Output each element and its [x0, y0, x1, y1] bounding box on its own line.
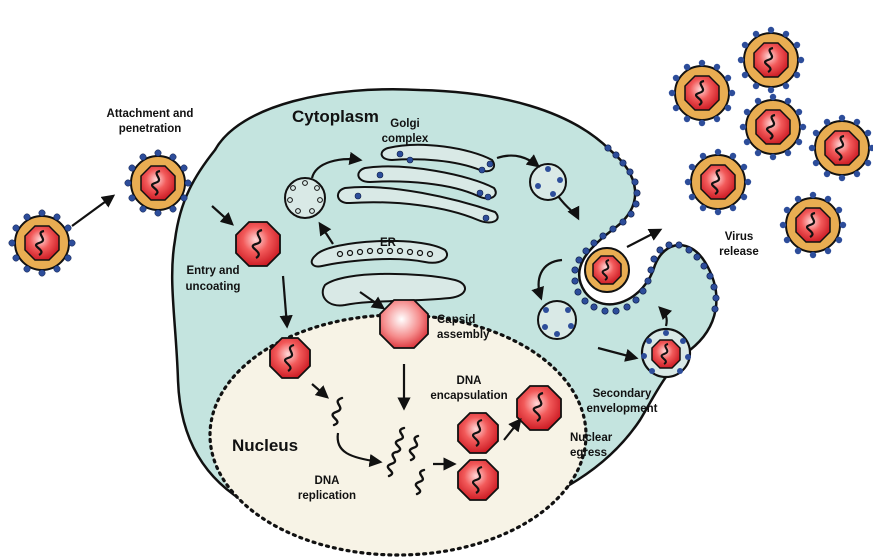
- egressing-capsid: [517, 386, 561, 430]
- encapsulated-capsid-2: [458, 460, 498, 500]
- svg-text:complex: complex: [382, 133, 429, 145]
- label-er: ER: [380, 237, 397, 249]
- nuclear-capsid-entry: [270, 338, 310, 378]
- label-nucleus: Nucleus: [232, 436, 298, 455]
- svg-text:Virus: Virus: [725, 231, 754, 243]
- label-virus-release: Virus release: [719, 231, 759, 258]
- svg-text:assembly: assembly: [437, 329, 490, 341]
- label-cytoplasm: Cytoplasm: [292, 107, 379, 126]
- svg-text:DNA: DNA: [315, 475, 340, 487]
- svg-text:Attachment and: Attachment and: [107, 108, 194, 120]
- encapsulated-capsid-1: [458, 413, 498, 453]
- extracellular-virion-incoming: [9, 210, 75, 276]
- svg-text:replication: replication: [298, 490, 356, 502]
- secondary-envelopment-virion: [641, 329, 691, 377]
- uncoated-capsid: [236, 222, 280, 266]
- svg-text:release: release: [719, 246, 759, 258]
- vesicle-left: [285, 178, 325, 218]
- svg-text:Golgi: Golgi: [390, 118, 419, 130]
- svg-text:Entry and: Entry and: [186, 265, 239, 277]
- svg-text:uncoating: uncoating: [186, 281, 241, 293]
- svg-text:Capsid: Capsid: [437, 314, 475, 326]
- vesicle-right: [530, 164, 566, 200]
- label-attachment: Attachment and penetration: [107, 108, 194, 135]
- svg-text:DNA: DNA: [457, 375, 482, 387]
- empty-capsid: [380, 300, 428, 348]
- svg-text:Nuclear: Nuclear: [570, 432, 613, 444]
- svg-text:egress: egress: [570, 447, 607, 459]
- svg-text:envelopment: envelopment: [587, 403, 658, 415]
- released-virions: [669, 27, 873, 258]
- vesicle-lower: [538, 301, 576, 339]
- svg-text:penetration: penetration: [119, 123, 182, 135]
- svg-text:encapsulation: encapsulation: [430, 390, 507, 402]
- nucleus-region: [210, 315, 586, 555]
- svg-text:Secondary: Secondary: [593, 388, 652, 400]
- budding-virion: [585, 248, 629, 292]
